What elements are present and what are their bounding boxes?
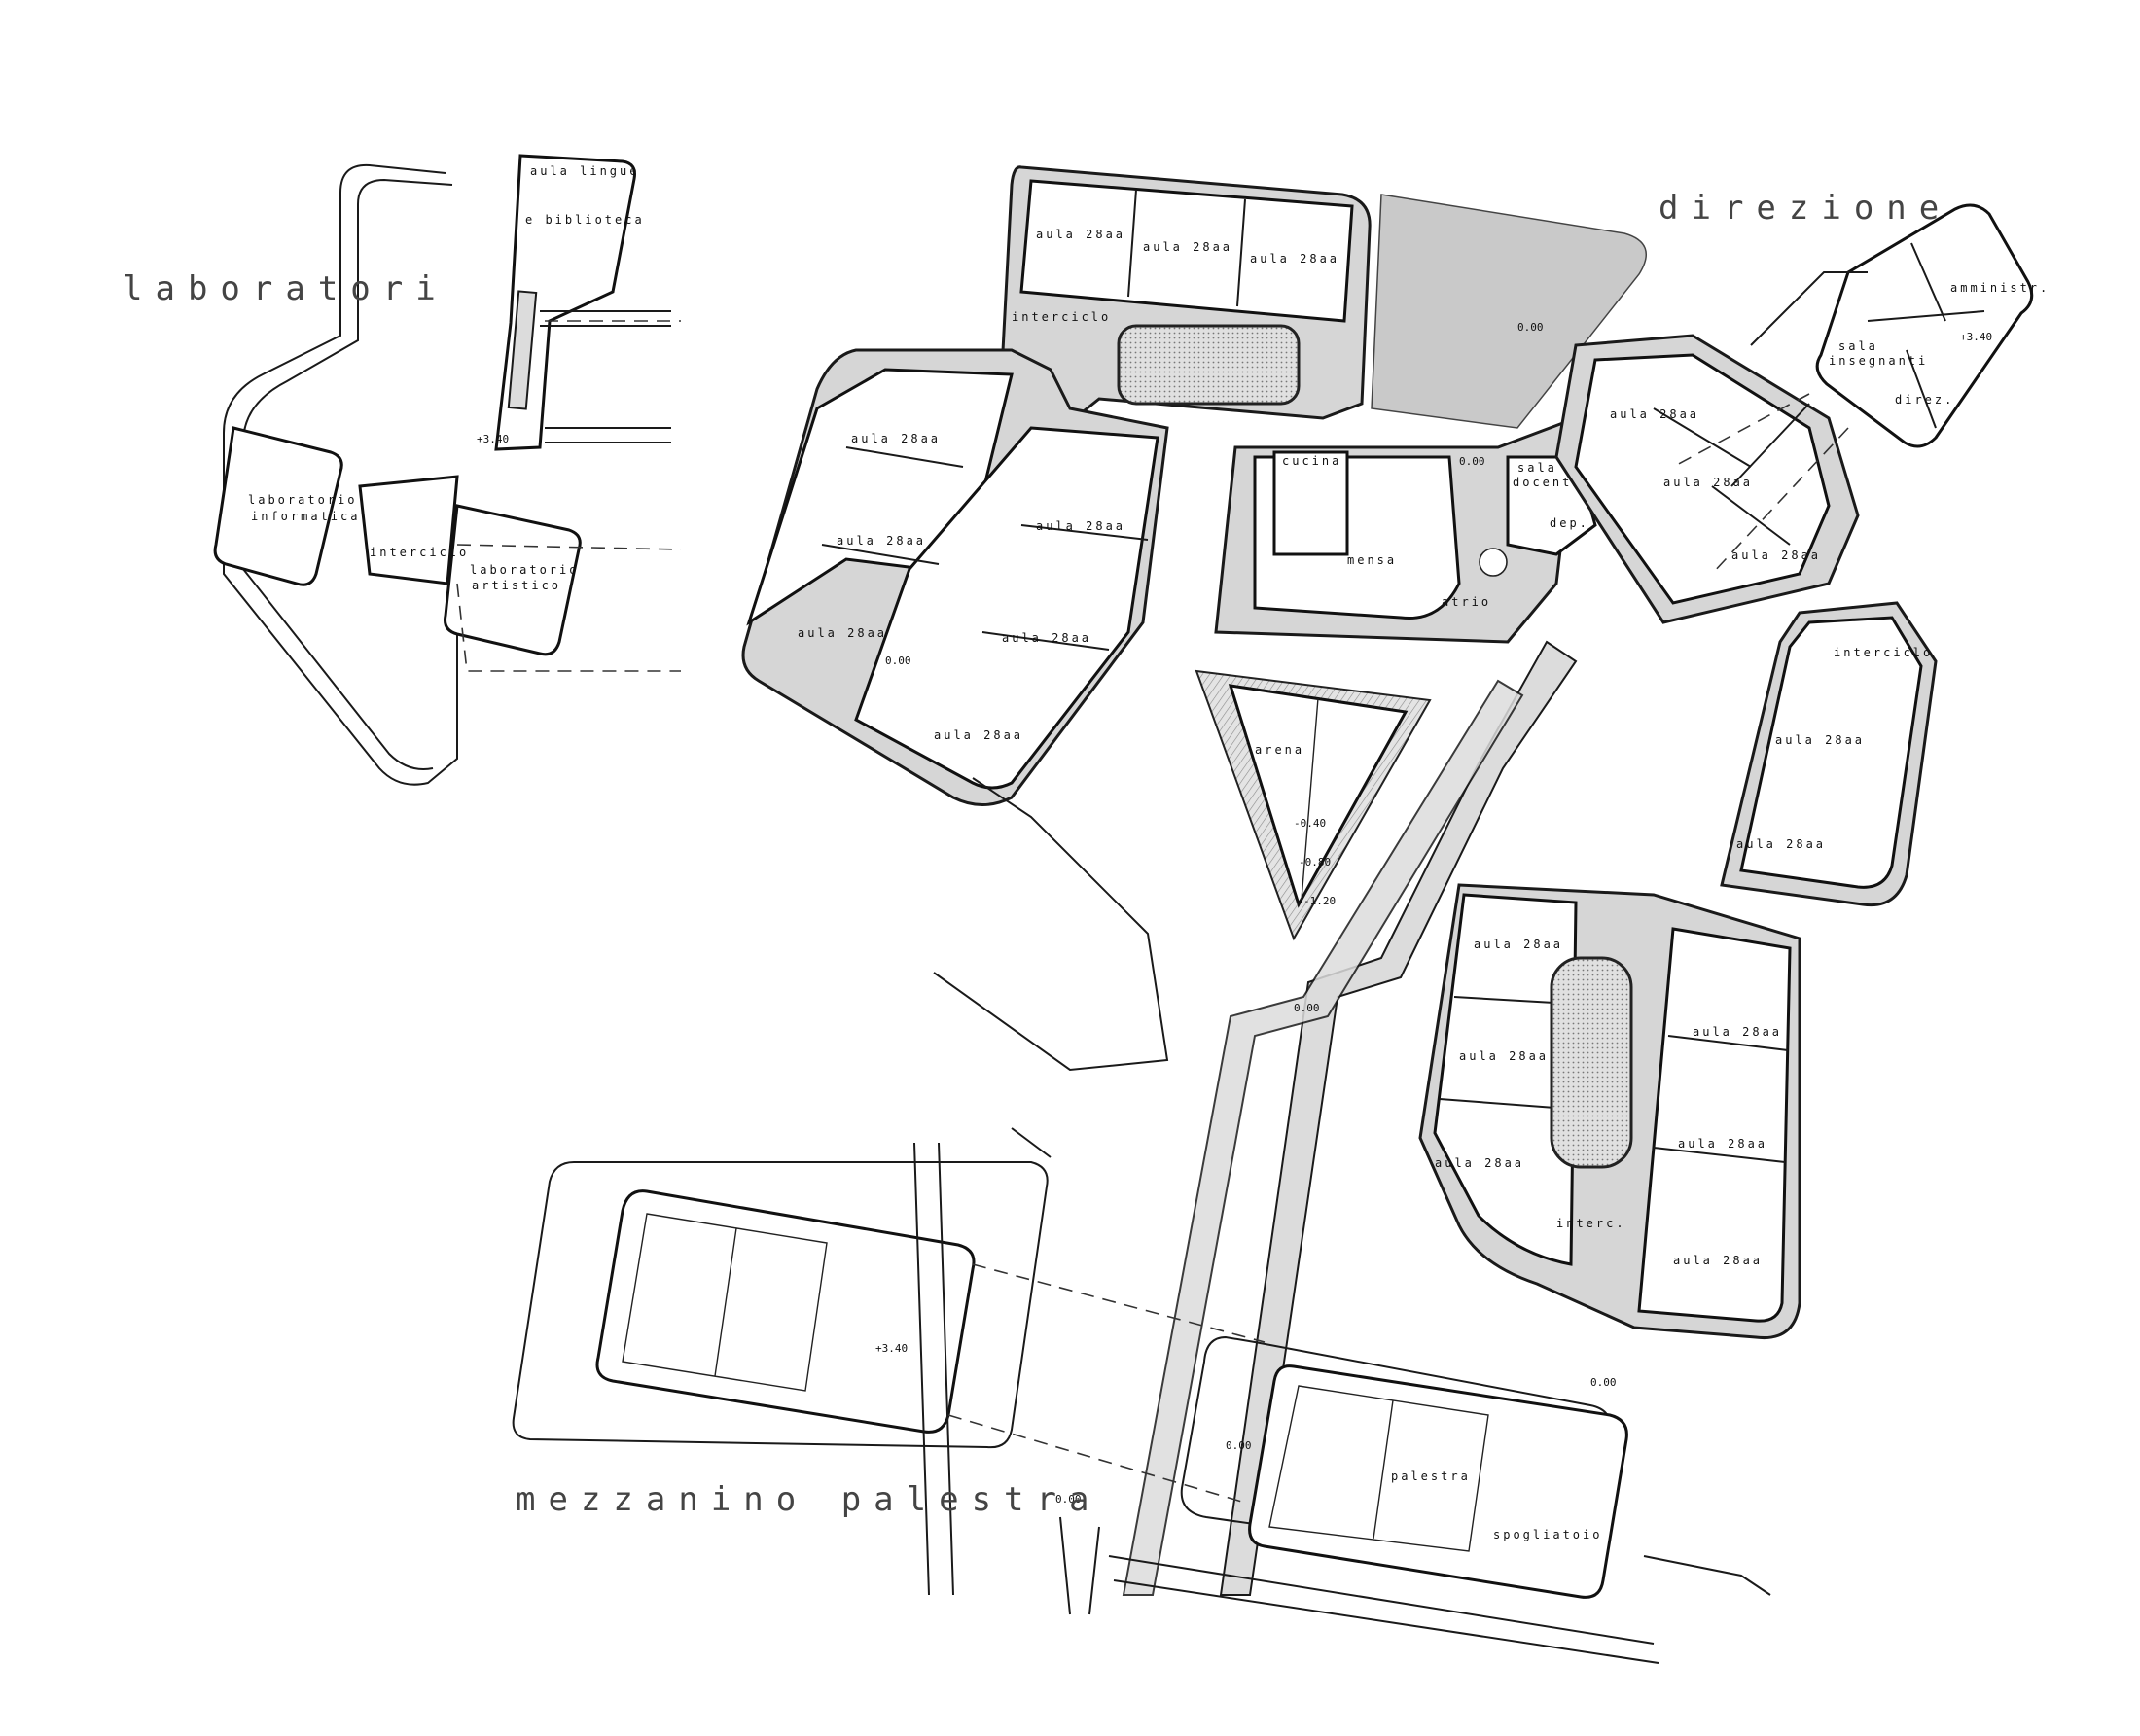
aula-label-s5: aula 28aa — [1678, 1137, 1767, 1151]
direzione-title: direzione — [1658, 189, 1951, 228]
aula-label-e2: aula 28aa — [1663, 476, 1753, 489]
amministrazione-label: amministr. — [1950, 281, 2050, 295]
sala-insegnanti-label-1: sala — [1838, 339, 1878, 353]
path-level: 0.00 — [1294, 1002, 1320, 1014]
sala-docenti-label-2: docenti — [1513, 476, 1583, 489]
direzione-level: +3.40 — [1960, 331, 1992, 343]
arena-level-2: -0.80 — [1299, 856, 1331, 868]
aula-label-w6: aula 28aa — [934, 728, 1023, 742]
direzione-building — [1815, 203, 2034, 448]
north-classrooms — [1019, 179, 1354, 323]
cucina-label: cucina — [1282, 454, 1341, 468]
interciclo-label-e: interciclo — [1834, 646, 1933, 659]
aula-label-e5: aula 28aa — [1736, 837, 1826, 851]
aula-lingue-label: aula lingue — [530, 164, 639, 178]
interc-label: interc. — [1556, 1217, 1626, 1230]
lab-interciclo-room — [358, 475, 459, 585]
mezzanino-level: +3.40 — [875, 1342, 908, 1355]
arena: arena -0.40 -0.80 -1.20 — [1195, 669, 1432, 941]
laboratori-title: laboratori — [123, 269, 448, 308]
palestra-building — [1248, 1364, 1628, 1599]
direz-label: direz. — [1895, 393, 1954, 407]
aula-label-e3: aula 28aa — [1731, 549, 1821, 562]
laboratori-block: aula lingue e biblioteca laboratorio inf… — [213, 154, 682, 786]
aula-label-w3: aula 28aa — [798, 626, 887, 640]
arena-level-1: -0.40 — [1294, 817, 1326, 830]
west-wing: aula 28aa aula 28aa aula 28aa aula 28aa … — [741, 348, 1169, 1072]
mensa-label: mensa — [1347, 553, 1397, 567]
lab-informatica-label-2: informatica — [251, 510, 360, 523]
aula-label-w4: aula 28aa — [1036, 519, 1125, 533]
aula-label-n1: aula 28aa — [1036, 228, 1125, 241]
lab-informatica-room — [213, 426, 343, 586]
lab-artistico-label-1: laboratorio — [470, 563, 579, 577]
palestra-entry-level: 0.00 — [1590, 1376, 1617, 1389]
aula-label-s6: aula 28aa — [1673, 1254, 1763, 1267]
interciclo-label-n: interciclo — [1012, 310, 1111, 324]
se-courtyard-pool — [1550, 956, 1633, 1169]
sala-insegnanti-label-2: insegnanti — [1829, 354, 1928, 368]
se-classrooms-west — [1433, 893, 1578, 1266]
aula-lingue-room — [494, 154, 636, 451]
direzione-block: amministr. sala insegnanti direz. +3.40 — [1672, 203, 2050, 575]
lab-informatica-label-1: laboratorio — [248, 493, 357, 507]
road-level: 0.00 — [1055, 1493, 1082, 1506]
garden-level: 0.00 — [1517, 321, 1544, 334]
east-wing: aula 28aa aula 28aa aula 28aa interciclo… — [1554, 334, 1938, 912]
arena-level-3: -1.20 — [1303, 895, 1336, 907]
aula-label-e4: aula 28aa — [1775, 733, 1865, 747]
aula-label-s1: aula 28aa — [1474, 938, 1563, 951]
aula-label-s3: aula 28aa — [1435, 1156, 1524, 1170]
cucina-room — [1272, 450, 1349, 556]
southeast-wing: aula 28aa aula 28aa aula 28aa aula 28aa … — [1418, 883, 1801, 1340]
aula-label-s2: aula 28aa — [1459, 1049, 1549, 1063]
north-wing: aula 28aa aula 28aa aula 28aa interciclo… — [1000, 165, 1647, 441]
aula-label-e1: aula 28aa — [1610, 407, 1699, 421]
roads: 0.00 — [1055, 1493, 1771, 1664]
north-courtyard-pool — [1117, 324, 1301, 406]
aula-label-w1: aula 28aa — [851, 432, 941, 445]
dep-label: dep. — [1550, 516, 1589, 530]
se-classrooms-east — [1637, 927, 1792, 1323]
palestra-level: 0.00 — [1226, 1439, 1252, 1452]
west-classrooms-b — [854, 426, 1159, 790]
lab-artistico-room — [444, 504, 582, 656]
laboratori-level: +3.40 — [477, 433, 509, 445]
aula-label-n2: aula 28aa — [1143, 240, 1232, 254]
atrio-fountain — [1479, 548, 1508, 577]
atrio-label: atrio — [1442, 595, 1491, 609]
west-level: 0.00 — [885, 655, 911, 667]
spogliatoio-label: spogliatoio — [1493, 1528, 1602, 1541]
sala-docenti-label-1: sala — [1517, 461, 1557, 475]
atrio-level: 0.00 — [1459, 455, 1485, 468]
palestra-label: palestra — [1391, 1470, 1471, 1483]
lab-interciclo-label: interciclo — [370, 546, 469, 559]
central-block: cucina mensa atrio 0.00 sala docenti dep… — [1214, 415, 1597, 644]
mezzanino-title: mezzanino palestra — [516, 1480, 1101, 1519]
lab-artistico-label-2: artistico — [472, 579, 561, 592]
arena-label: arena — [1255, 743, 1304, 757]
aula-label-s4: aula 28aa — [1693, 1025, 1782, 1039]
aula-label-n3: aula 28aa — [1250, 252, 1339, 266]
aula-label-w5: aula 28aa — [1002, 631, 1091, 645]
palestra-block: palestra spogliatoio 0.00 0.00 — [1180, 1335, 1628, 1599]
east-south-classrooms — [1739, 616, 1923, 889]
aula-label-w2: aula 28aa — [837, 534, 926, 548]
biblioteca-label: e biblioteca — [525, 213, 645, 227]
mezzanino-block: +3.40 — [512, 1127, 1266, 1596]
